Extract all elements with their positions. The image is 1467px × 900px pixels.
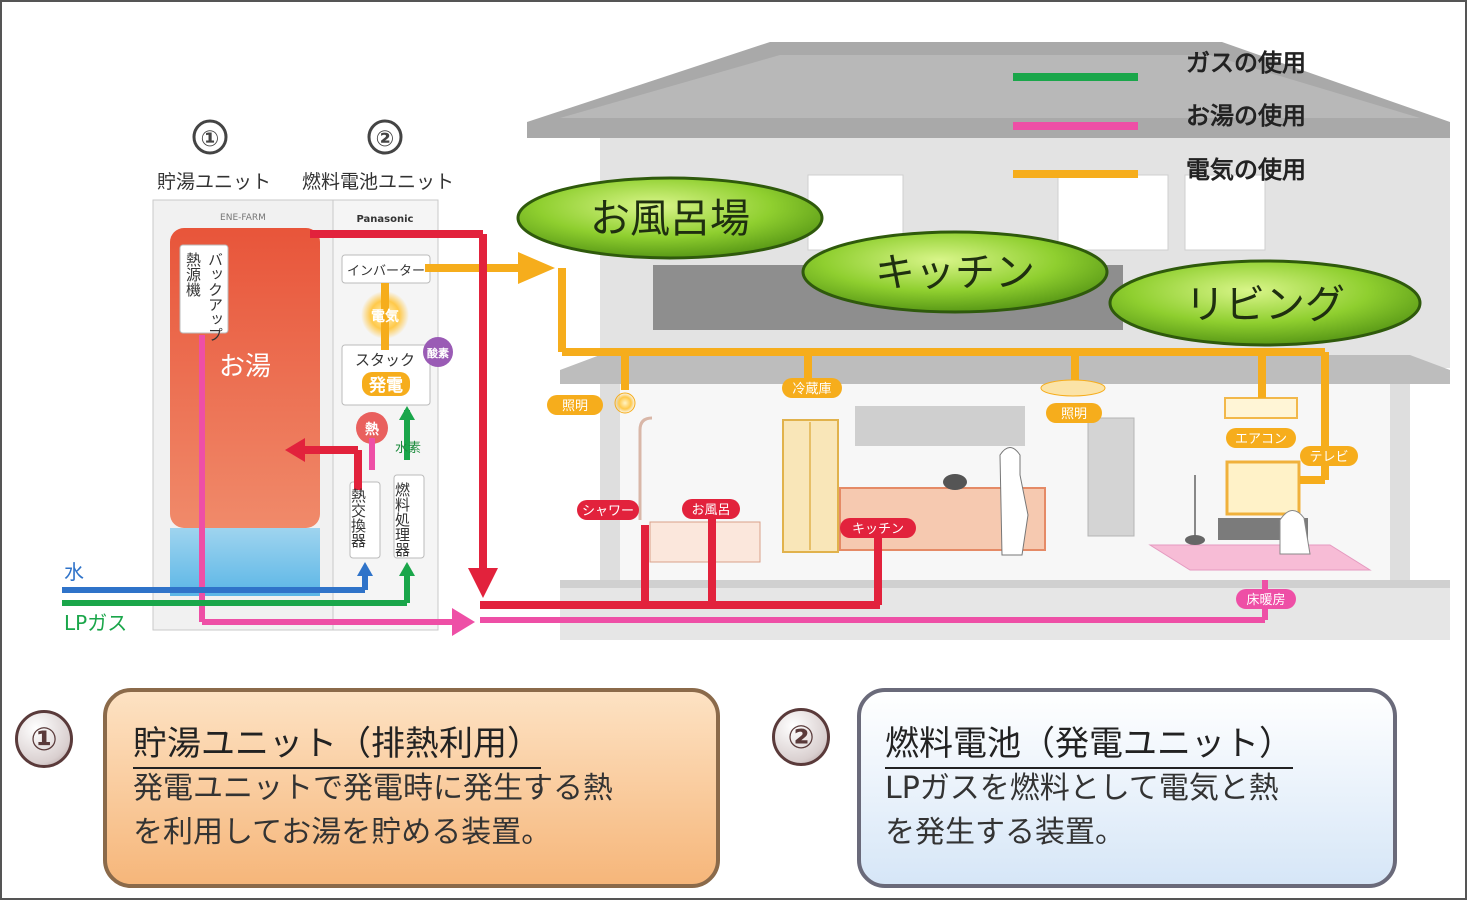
- badge-shower: シャワー: [582, 504, 634, 519]
- badge-aircon: エアコン: [1235, 432, 1287, 447]
- hydrogen-label: 水素: [395, 441, 421, 456]
- fuel-cell-unit: [332, 199, 453, 631]
- interior-furniture: [638, 397, 1372, 571]
- hot-water-tank-label: お湯: [219, 352, 271, 382]
- room-pill-living: リビング: [1108, 259, 1422, 347]
- brand-panasonic: Panasonic: [357, 214, 414, 225]
- hot-water-lines: [199, 335, 1268, 625]
- unit1-label: 貯湯ユニット: [157, 171, 271, 193]
- unit-internal-labels: 熱源機 バックアップ お湯 インバーター 電気 スタック 発電 酸素 熱 水素 …: [64, 252, 449, 635]
- badge-kitchen: キッチン: [852, 522, 904, 537]
- gas-up-arrow: [399, 562, 415, 576]
- badge-lighting-1: 照明: [562, 399, 588, 414]
- electricity-arrow: [518, 252, 555, 284]
- heat-label: 熱: [365, 421, 379, 438]
- heat-lines: [305, 230, 882, 609]
- badge-tv: テレビ: [1309, 450, 1348, 465]
- card1-number-badge: ①: [15, 710, 73, 768]
- room-kitchen-label: キッチン: [875, 250, 1035, 296]
- fuel-processor-label: 燃料処理器: [393, 481, 411, 557]
- card1-title: 貯湯ユニット（排熱利用）: [133, 716, 541, 769]
- power-generation-label: 発電: [368, 375, 403, 396]
- backup-heat-source-label: 熱源機: [184, 252, 202, 298]
- heat-left-arrow: [285, 438, 305, 462]
- hot-water-arrow: [452, 608, 475, 636]
- room-pill-kitchen: キッチン: [801, 230, 1109, 314]
- room-pill-bath: お風呂場: [516, 176, 824, 260]
- heat-exchanger-label: 熱交換器: [349, 488, 367, 548]
- card2-line1: LPガスを燃料として電気と熱: [885, 771, 1279, 806]
- card1-line1: 発電ユニットで発電時に発生する熱: [133, 771, 613, 806]
- unit2-number: ②: [376, 127, 395, 152]
- heat-down-arrow: [468, 568, 498, 598]
- room-bath-label: お風呂場: [590, 196, 750, 242]
- badge-lighting-2: 照明: [1061, 407, 1087, 422]
- brand-enefarm: ENE-FARM: [220, 213, 266, 223]
- oxygen-label: 酸素: [427, 346, 449, 360]
- legend-electricity-label: 電気の使用: [1186, 156, 1306, 184]
- electricity-orb-label: 電気: [371, 308, 399, 325]
- legend: ガスの使用 お湯の使用 電気の使用: [1013, 49, 1306, 184]
- card-fuel-cell: 燃料電池（発電ユニット） LPガスを燃料として電気と熱 を発生する装置。: [857, 688, 1397, 888]
- water-input-label: 水: [64, 560, 84, 584]
- badge-fridge: 冷蔵庫: [792, 382, 831, 397]
- unit-headers: ① ② 貯湯ユニット 燃料電池ユニット ENE-FARM Panasonic: [157, 119, 454, 225]
- legend-gas-label: ガスの使用: [1186, 49, 1306, 77]
- stack-label: スタック: [355, 351, 415, 369]
- card-storage-unit: 貯湯ユニット（排熱利用） 発電ユニットで発電時に発生する熱 を利用してお湯を貯め…: [103, 688, 720, 888]
- appliance-badges: 照明 冷蔵庫 照明 エアコン テレビ シャワー お風呂 キッチン 床暖房: [547, 378, 1358, 609]
- legend-hot-water-label: お湯の使用: [1186, 102, 1306, 130]
- card2-number-badge: ②: [772, 708, 830, 766]
- water-up-arrow: [357, 562, 373, 576]
- card2-title: 燃料電池（発電ユニット）: [885, 716, 1293, 769]
- lpgas-input-label: LPガス: [64, 611, 127, 635]
- room-living-label: リビング: [1185, 282, 1345, 328]
- card1-line2: を利用してお湯を貯める装置。: [133, 815, 552, 850]
- badge-bath: お風呂: [691, 503, 730, 518]
- backup-label: バックアップ: [206, 252, 224, 342]
- storage-tank-unit: [152, 199, 334, 631]
- water-and-gas-lines: [62, 410, 410, 606]
- inverter-label: インバーター: [347, 264, 425, 279]
- card2-line2: を発生する装置。: [885, 815, 1125, 850]
- unit1-number: ①: [201, 127, 220, 152]
- hydrogen-up-arrow: [399, 406, 415, 420]
- badge-floor-heating: 床暖房: [1246, 592, 1285, 608]
- unit2-label: 燃料電池ユニット: [302, 171, 454, 193]
